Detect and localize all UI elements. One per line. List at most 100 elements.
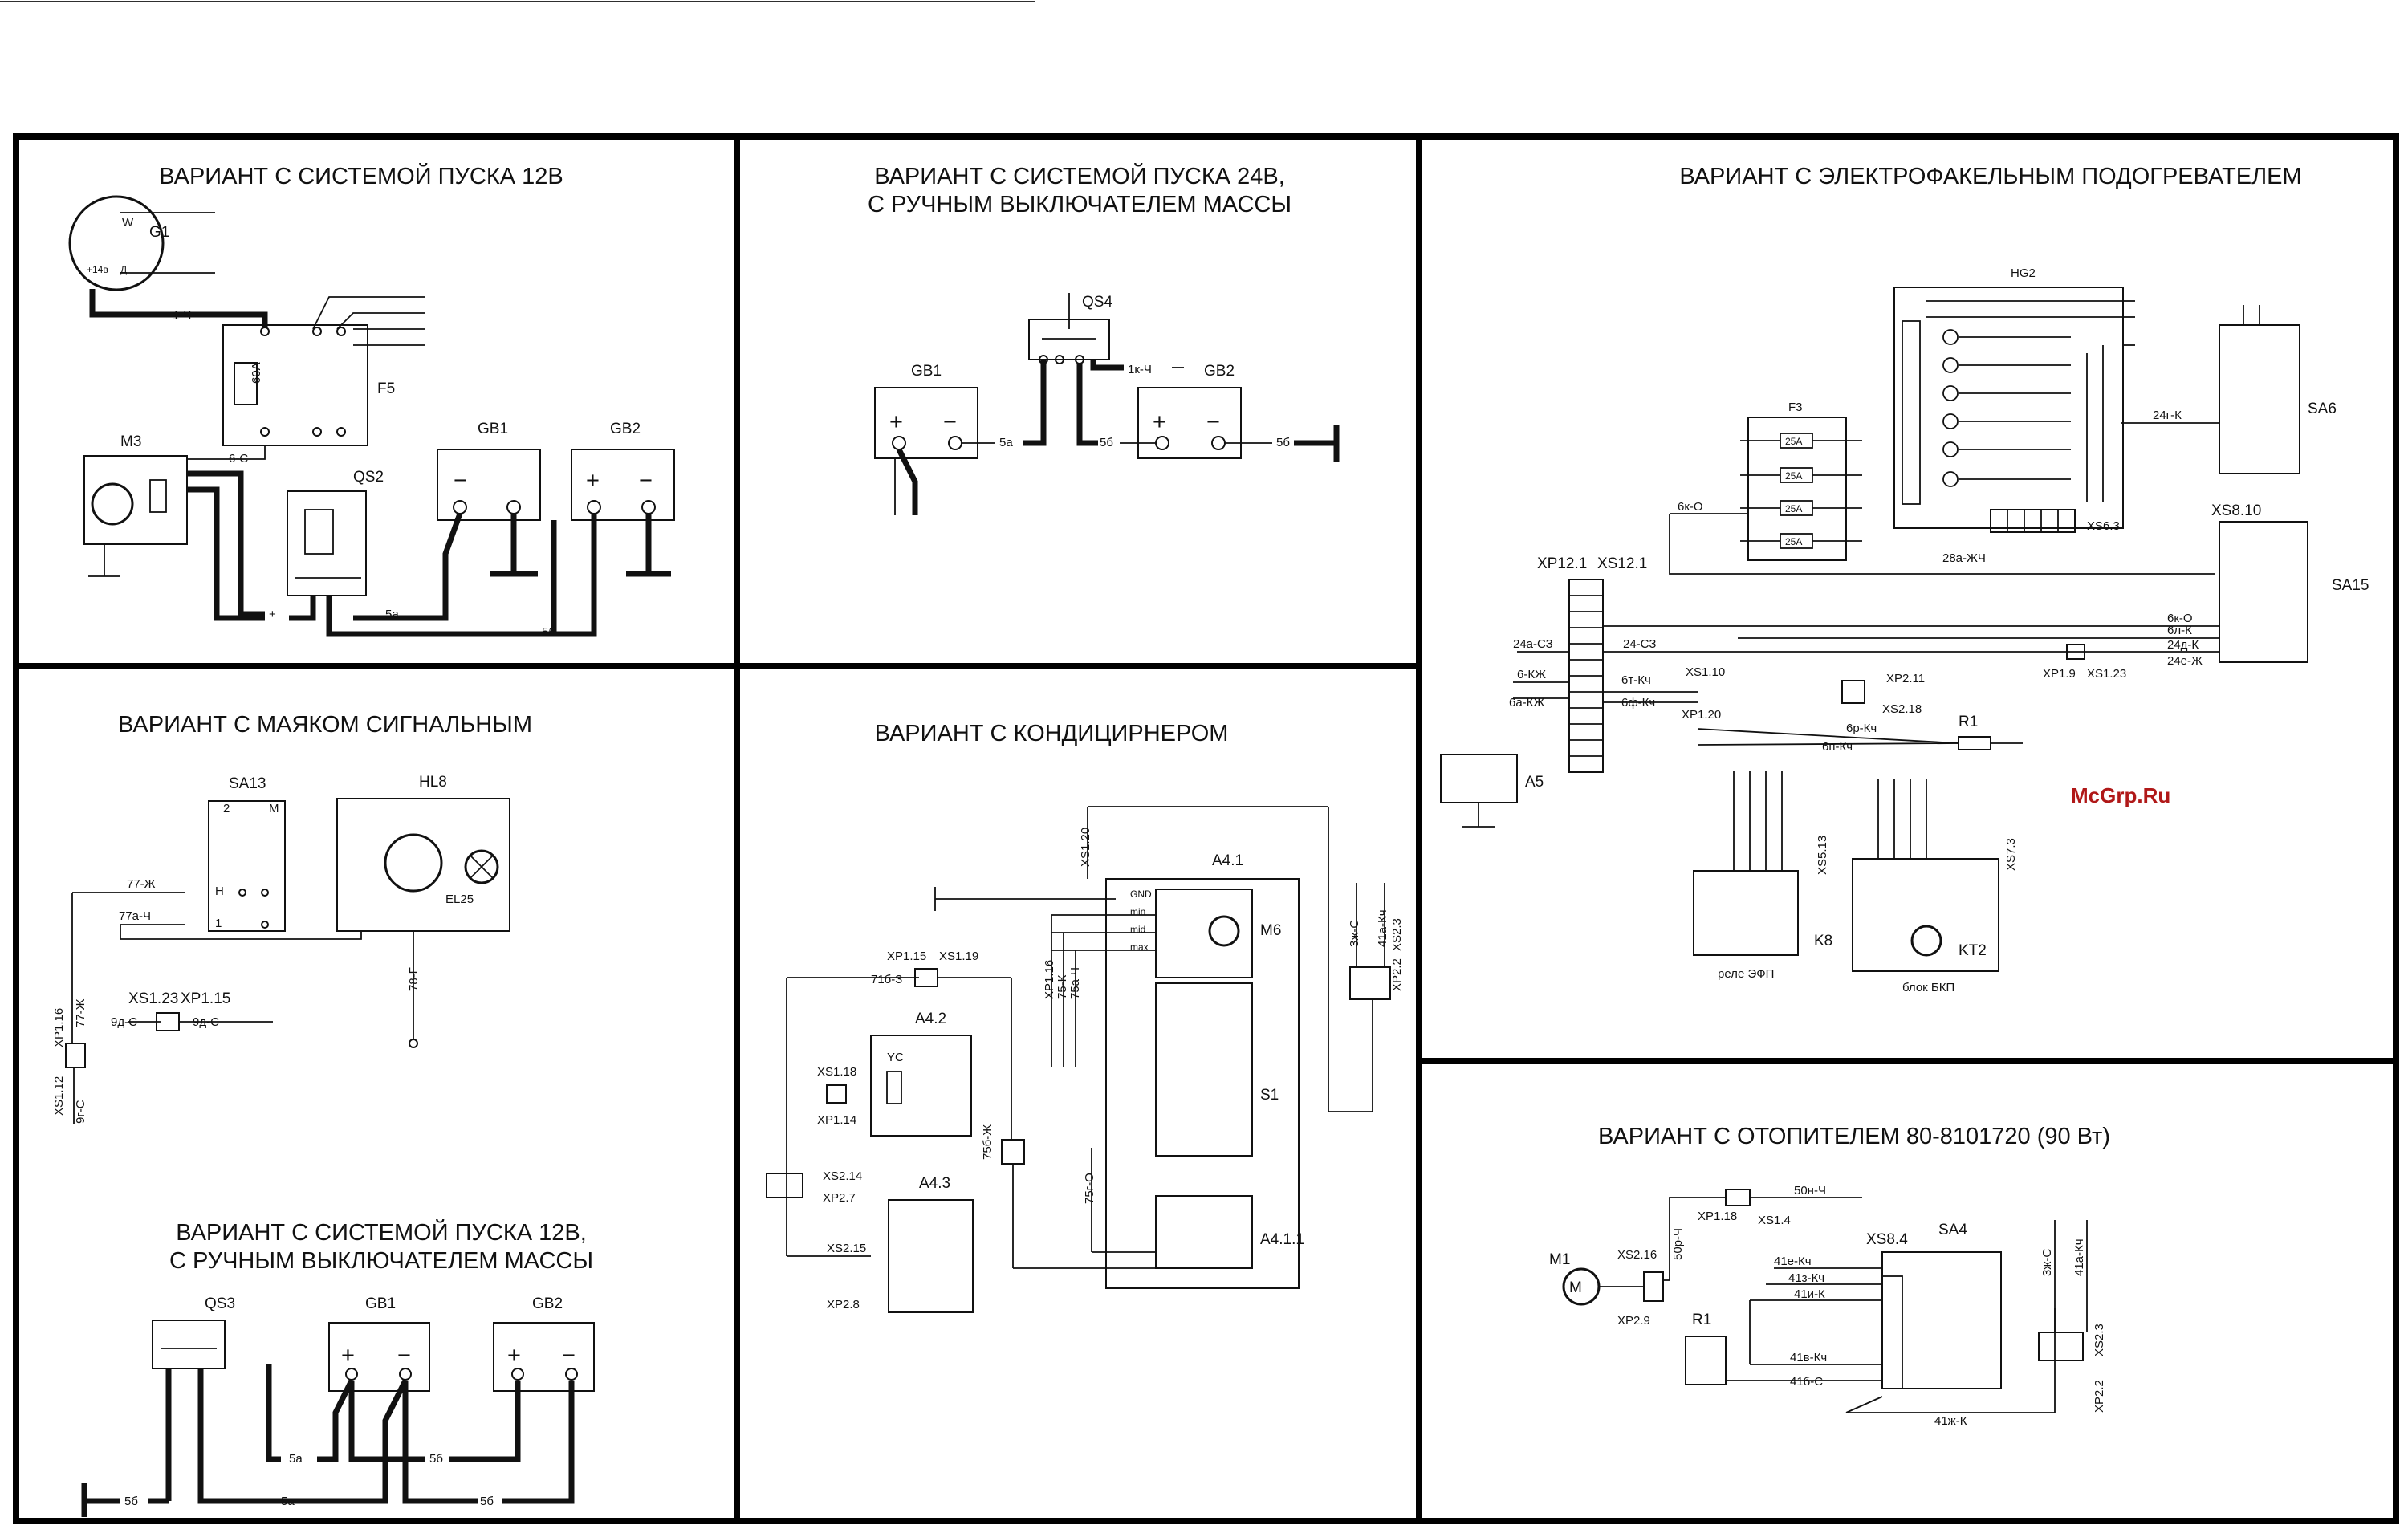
wire-5b2-label: 5б	[480, 1494, 494, 1508]
xp19-label: XP1.9	[2043, 667, 2076, 681]
kt2-label: KT2	[1959, 942, 1987, 959]
wire-6ko-label: 6к-О	[2167, 612, 2193, 625]
block-a42	[870, 1035, 972, 1137]
xp29-label: XP2.9	[1617, 1314, 1650, 1328]
xp22-label: XP2.2	[1390, 958, 1404, 991]
wire-6l-label: 6л-К	[2167, 624, 2192, 637]
panel-title-line1: ВАРИАНТ С СИСТЕМОЙ ПУСКА 24В,	[874, 162, 1285, 189]
xp116-label: XP1.16	[52, 1008, 66, 1047]
xs513-label: XS5.13	[1816, 836, 1829, 875]
panel-title: ВАРИАНТ С МАЯКОМ СИГНАЛЬНЫМ	[118, 712, 532, 738]
svg-text:25А: 25А	[1785, 503, 1802, 514]
wire-3zh-label: 3ж-С	[2040, 1249, 2054, 1276]
relay-efp-label: реле ЭФП	[1718, 967, 1774, 981]
svg-text:+: +	[889, 409, 903, 435]
a5-label: A5	[1525, 774, 1544, 791]
xs112-label: XS1.12	[52, 1076, 66, 1116]
plus14-terminal-label: +14в	[87, 264, 108, 275]
xp120-label: XP1.20	[1682, 708, 1721, 722]
wire-77ach-label: 77а-Ч	[119, 909, 151, 923]
wire-6f-label: 6ф-Кч	[1621, 696, 1655, 710]
wire-1ch-label: 1-Ч	[173, 309, 191, 323]
switch-qs2	[287, 490, 367, 596]
svg-text:+: +	[341, 1343, 355, 1368]
wire-6s-label: 6-С	[229, 452, 248, 466]
yc-label: YC	[887, 1051, 904, 1064]
sa4-label: SA4	[1938, 1222, 1967, 1238]
svg-text:−: −	[943, 409, 957, 435]
a42-label: A4.2	[915, 1011, 946, 1027]
xs123-label: XS1.23	[128, 990, 178, 1007]
xs23-label: XS2.3	[2093, 1324, 2106, 1356]
wire-5b3-label: 5б	[124, 1494, 138, 1508]
fuse-block-f5	[222, 324, 368, 446]
qs4-label: QS4	[1082, 294, 1112, 311]
wire-24e-label: 24е-Ж	[2167, 654, 2203, 668]
fuse-60a-label: 60А	[250, 362, 263, 384]
xs84-label: XS8.4	[1866, 1231, 1908, 1248]
svg-text:+: +	[507, 1343, 521, 1368]
switch-sa4	[1881, 1251, 2002, 1389]
wire-24-label: 24-СЗ	[1623, 637, 1656, 651]
m3-label: М3	[120, 433, 141, 450]
gb1-label: GB1	[365, 1295, 396, 1312]
wire-6k-label: 6к-О	[1678, 500, 1703, 514]
wire-41a-label: 41а-Кч	[1376, 909, 1389, 947]
svg-text:1: 1	[215, 917, 222, 930]
beacon-hl8	[336, 798, 510, 932]
wire-5a-label: 5а	[289, 1452, 303, 1466]
xs23-label: XS2.3	[1390, 918, 1404, 951]
gb1-plus: −	[454, 468, 467, 494]
svg-text:25А: 25А	[1785, 536, 1802, 547]
panel-signal-beacon: ВАРИАНТ С МАЯКОМ СИГНАЛЬНЫМ SA13 2 M H 1…	[52, 712, 532, 1124]
wire-41zh-label: 41ж-К	[1934, 1414, 1967, 1428]
m1-label: М1	[1549, 1251, 1570, 1268]
wire-75g-label: 75г-О	[1083, 1173, 1096, 1204]
xp115-label: XP1.15	[887, 950, 926, 963]
r1-label: R1	[1692, 1311, 1711, 1328]
resistor-r1	[1685, 1336, 1727, 1385]
battery-gb2-24v	[1137, 387, 1242, 459]
hg2-label: HG2	[2011, 266, 2036, 280]
block-bkp-label: блок БКП	[1902, 981, 1954, 994]
panel-title: ВАРИАНТ С КОНДИЦИРНЕРОМ	[875, 721, 1229, 746]
xs214-label: XS2.14	[823, 1169, 862, 1183]
el25-label: EL25	[445, 893, 474, 906]
wire-77zh-label: 77-Ж	[127, 877, 156, 891]
f5-label: F5	[377, 380, 395, 397]
wire-71b-label: 71б-З	[871, 973, 902, 986]
svg-text:25А: 25А	[1785, 470, 1802, 482]
switch-sa15	[2219, 521, 2308, 663]
block-a411	[1155, 1195, 1253, 1269]
block-a43	[888, 1199, 974, 1313]
wire-41a-label: 41а-Кч	[2072, 1238, 2086, 1276]
d-terminal-label: Д	[120, 264, 127, 275]
block-hg2	[1893, 287, 2124, 529]
panel-start-12v-manual: ВАРИАНТ С СИСТЕМОЙ ПУСКА 12В, С РУЧНЫМ В…	[81, 1218, 595, 1517]
svg-text:−: −	[397, 1343, 411, 1368]
switch-qs3	[152, 1320, 226, 1369]
wire-6kzh-label: 6-КЖ	[1517, 668, 1546, 681]
svg-text:−: −	[1206, 409, 1220, 435]
battery-gb2	[571, 449, 675, 521]
panel-title: ВАРИАНТ С ЭЛЕКТРОФАКЕЛЬНЫМ ПОДОГРЕВАТЕЛЕ…	[1679, 164, 2301, 189]
xp211-label: XP2.11	[1886, 672, 1925, 685]
svg-text:9д-С: 9д-С	[193, 1015, 219, 1029]
xp114-label: XP1.14	[817, 1113, 856, 1127]
svg-text:+: +	[586, 468, 600, 494]
xs14-label: XS1.4	[1758, 1214, 1791, 1227]
wire-5a-label: 5а	[385, 608, 399, 621]
fuse-25a-label: 25А	[1785, 436, 1802, 447]
xs121-label: XS12.1	[1597, 555, 1647, 572]
xp27-label: XP2.7	[823, 1191, 856, 1205]
panel-title-line1: ВАРИАНТ С СИСТЕМОЙ ПУСКА 12В,	[176, 1218, 587, 1246]
wire-50n-label: 50н-Ч	[1794, 1184, 1826, 1198]
wire-6akzh-label: 6а-КЖ	[1509, 696, 1544, 710]
a43-label: A4.3	[919, 1175, 950, 1192]
wire-9gs-label: 9г-С	[74, 1100, 87, 1124]
panel-frames	[13, 133, 2399, 1524]
qs3-label: QS3	[205, 1295, 235, 1312]
panel-title: ВАРИАНТ С СИСТЕМОЙ ПУСКА 12В	[159, 162, 563, 189]
xs810-label: XS8.10	[2211, 502, 2261, 519]
